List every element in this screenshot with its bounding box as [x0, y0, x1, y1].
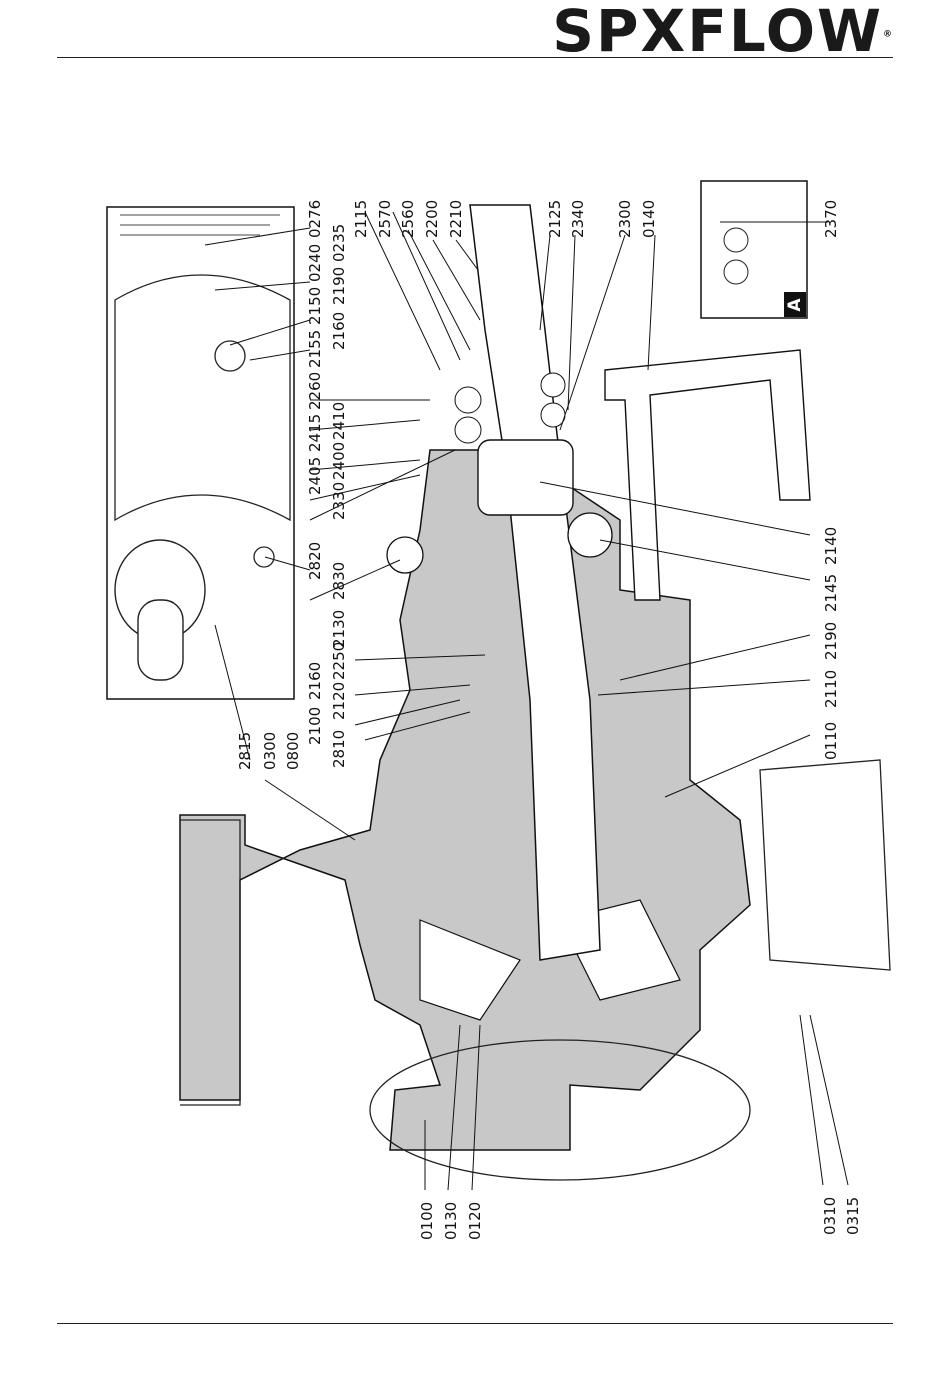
callout-label: 2570	[376, 200, 394, 238]
callout-label: 2190	[822, 622, 840, 660]
support-bracket	[605, 350, 810, 600]
callout-label: 2210	[447, 200, 465, 238]
callout-label: 2415	[306, 414, 324, 452]
callout-label: 0120	[466, 1202, 484, 1240]
callout-label: 2260	[306, 372, 324, 410]
callout-label: 2560	[399, 200, 417, 238]
callout-labels-right: 2140 2145 2190 2110 0110	[822, 527, 840, 760]
callout-label: 2110	[822, 670, 840, 708]
callout-label: 2250	[330, 642, 348, 680]
callout-label: 2300	[616, 200, 634, 238]
callout-label: 2140	[822, 527, 840, 565]
callout-label: 2190	[330, 267, 348, 305]
callout-label: 0240	[306, 244, 324, 282]
callout-label: 2115	[352, 200, 370, 238]
callout-label: 2340	[569, 200, 587, 238]
callout-label: 2330	[330, 482, 348, 520]
callout-label: 2810	[330, 730, 348, 768]
callout-label: 2830	[330, 562, 348, 600]
callout-label: 2400	[330, 442, 348, 480]
callout-label: 0300	[261, 732, 279, 770]
callout-label: 2100	[306, 707, 324, 745]
callout-label: 0140	[640, 200, 658, 238]
callout-label: 2200	[423, 200, 441, 238]
callout-label: 0235	[330, 224, 348, 262]
callout-label: 2160	[330, 312, 348, 350]
callout-label: 2155	[306, 330, 324, 368]
callout-label: 0315	[844, 1197, 862, 1235]
callout-label: 0276	[306, 200, 324, 238]
callout-label: 2815	[236, 732, 254, 770]
callout-labels-bottom: 0100 0130 0120 0310 0315	[418, 1197, 862, 1240]
callout-label: 2120	[330, 682, 348, 720]
inset-a-letter: A	[785, 298, 805, 312]
callout-label: 2150	[306, 287, 324, 325]
callout-label: 2820	[306, 542, 324, 580]
detail-inset-a: A	[701, 181, 807, 318]
callout-label: 2160	[306, 662, 324, 700]
callout-label: 0100	[418, 1202, 436, 1240]
callout-label: 2145	[822, 574, 840, 612]
callout-label: 0800	[284, 732, 302, 770]
callout-label: 2405	[306, 457, 324, 495]
callout-label: 0130	[442, 1202, 460, 1240]
motor-inset	[107, 207, 294, 699]
callout-label: 0110	[822, 722, 840, 760]
callout-label: 0310	[821, 1197, 839, 1235]
callout-label: 2370	[822, 200, 840, 238]
callout-label: 2125	[546, 200, 564, 238]
callout-label: 2410	[330, 402, 348, 440]
